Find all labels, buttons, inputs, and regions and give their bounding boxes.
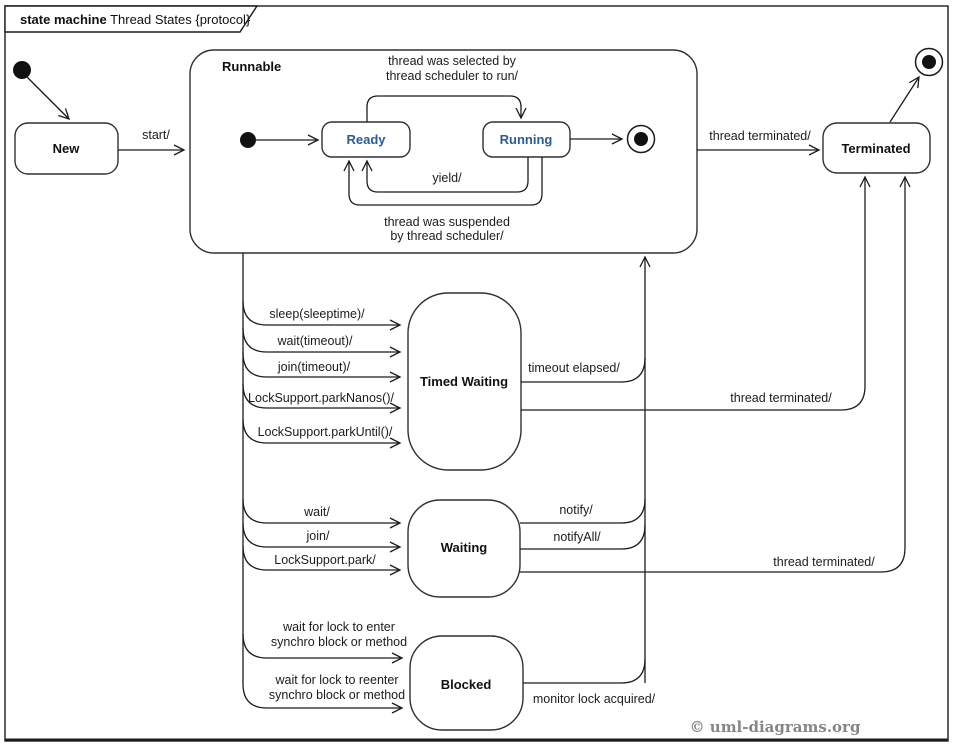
transition-yield-arrow [361,157,529,193]
state-timed-waiting-label: Timed Waiting [420,374,508,389]
transition-reenter-label-line1: wait for lock to reenter [275,673,399,687]
copyright-text: © uml-diagrams.org [690,718,861,736]
transition-enter-arrow [242,633,404,664]
transition-enter-label-line2: synchro block or method [271,635,407,649]
initial-state-icon [13,61,31,79]
transition-notify-label: notify/ [559,503,593,517]
state-ready-label: Ready [346,132,386,147]
transition-timeout-elapsed-arrow [521,357,646,383]
state-ready [321,121,411,158]
final-state-icon-runnable-dot [634,132,648,146]
transition-park-until-label: LockSupport.parkUntil()/ [258,425,393,439]
transition-wait-timeout-arrow [242,327,402,358]
transition-thread-terminated-waiting-label: thread terminated/ [773,555,875,569]
transition-suspended-label-line1: thread was suspended [384,215,510,229]
transition-suspended-arrow [343,157,543,206]
transition-thread-terminated-timed-waiting-arrow [521,175,871,411]
transition-thread-terminated-runnable-label: thread terminated/ [709,129,811,143]
transition-monitor-lock-acquired-label: monitor lock acquired/ [533,692,656,706]
transition-terminated-to-final-arrow [889,75,920,123]
final-state-icon-dot [922,55,936,69]
transition-park-nanos-arrow [242,383,402,414]
transition-notify-all-label: notifyAll/ [553,530,601,544]
transition-lock-support-park-arrow [242,545,402,576]
transition-initial-to-new-arrow [26,76,71,121]
transition-suspended-label-line2: by thread scheduler/ [390,229,504,243]
frame-title-tab [4,5,259,33]
transition-sleep-arrow [242,300,402,331]
transition-join-timeout-label: join(timeout)/ [277,360,351,374]
state-new-label: New [53,141,81,156]
frame-title: state machine Thread States {protocol} [20,12,251,27]
state-waiting-label: Waiting [441,540,488,555]
transition-thread-terminated-timed-waiting-label: thread terminated/ [730,391,832,405]
state-terminated-label: Terminated [841,141,910,156]
transition-wait-timeout-label: wait(timeout)/ [276,334,353,348]
transition-join-timeout-arrow [242,352,402,383]
transition-monitor-lock-acquired-arrow [523,658,646,684]
state-runnable [189,49,698,254]
transition-selected-label-line1: thread was selected by [388,54,517,68]
state-running-label: Running [500,132,553,147]
transition-park-nanos-label: LockSupport.parkNanos()/ [248,391,394,405]
transition-sleep-label: sleep(sleeptime)/ [269,307,365,321]
transition-timeout-elapsed-label: timeout elapsed/ [528,361,620,375]
state-new [14,122,119,175]
transition-join-label: join/ [306,529,330,543]
transition-lock-support-park-label: LockSupport.park/ [274,553,376,567]
transition-join-arrow [242,522,402,553]
transition-yield-label: yield/ [432,171,462,185]
transition-notify-arrow [520,498,646,524]
transition-selected-arrow [366,95,527,122]
transition-reenter-arrow [242,253,404,714]
transition-selected-label-line2: thread scheduler to run/ [386,69,519,83]
transition-reenter-label-line2: synchro block or method [269,688,405,702]
state-blocked-label: Blocked [441,677,492,692]
transition-notify-all-arrow [520,524,646,550]
transition-enter-label-line1: wait for lock to enter [282,620,395,634]
state-terminated [822,122,931,174]
state-runnable-label: Runnable [222,59,281,74]
transition-thread-terminated-waiting-arrow [520,175,911,573]
transition-park-until-arrow [242,418,402,449]
transition-start-label: start/ [142,128,170,142]
initial-state-icon-runnable [240,132,256,148]
transition-wait-arrow [242,498,402,529]
transition-wait-label: wait/ [303,505,330,519]
